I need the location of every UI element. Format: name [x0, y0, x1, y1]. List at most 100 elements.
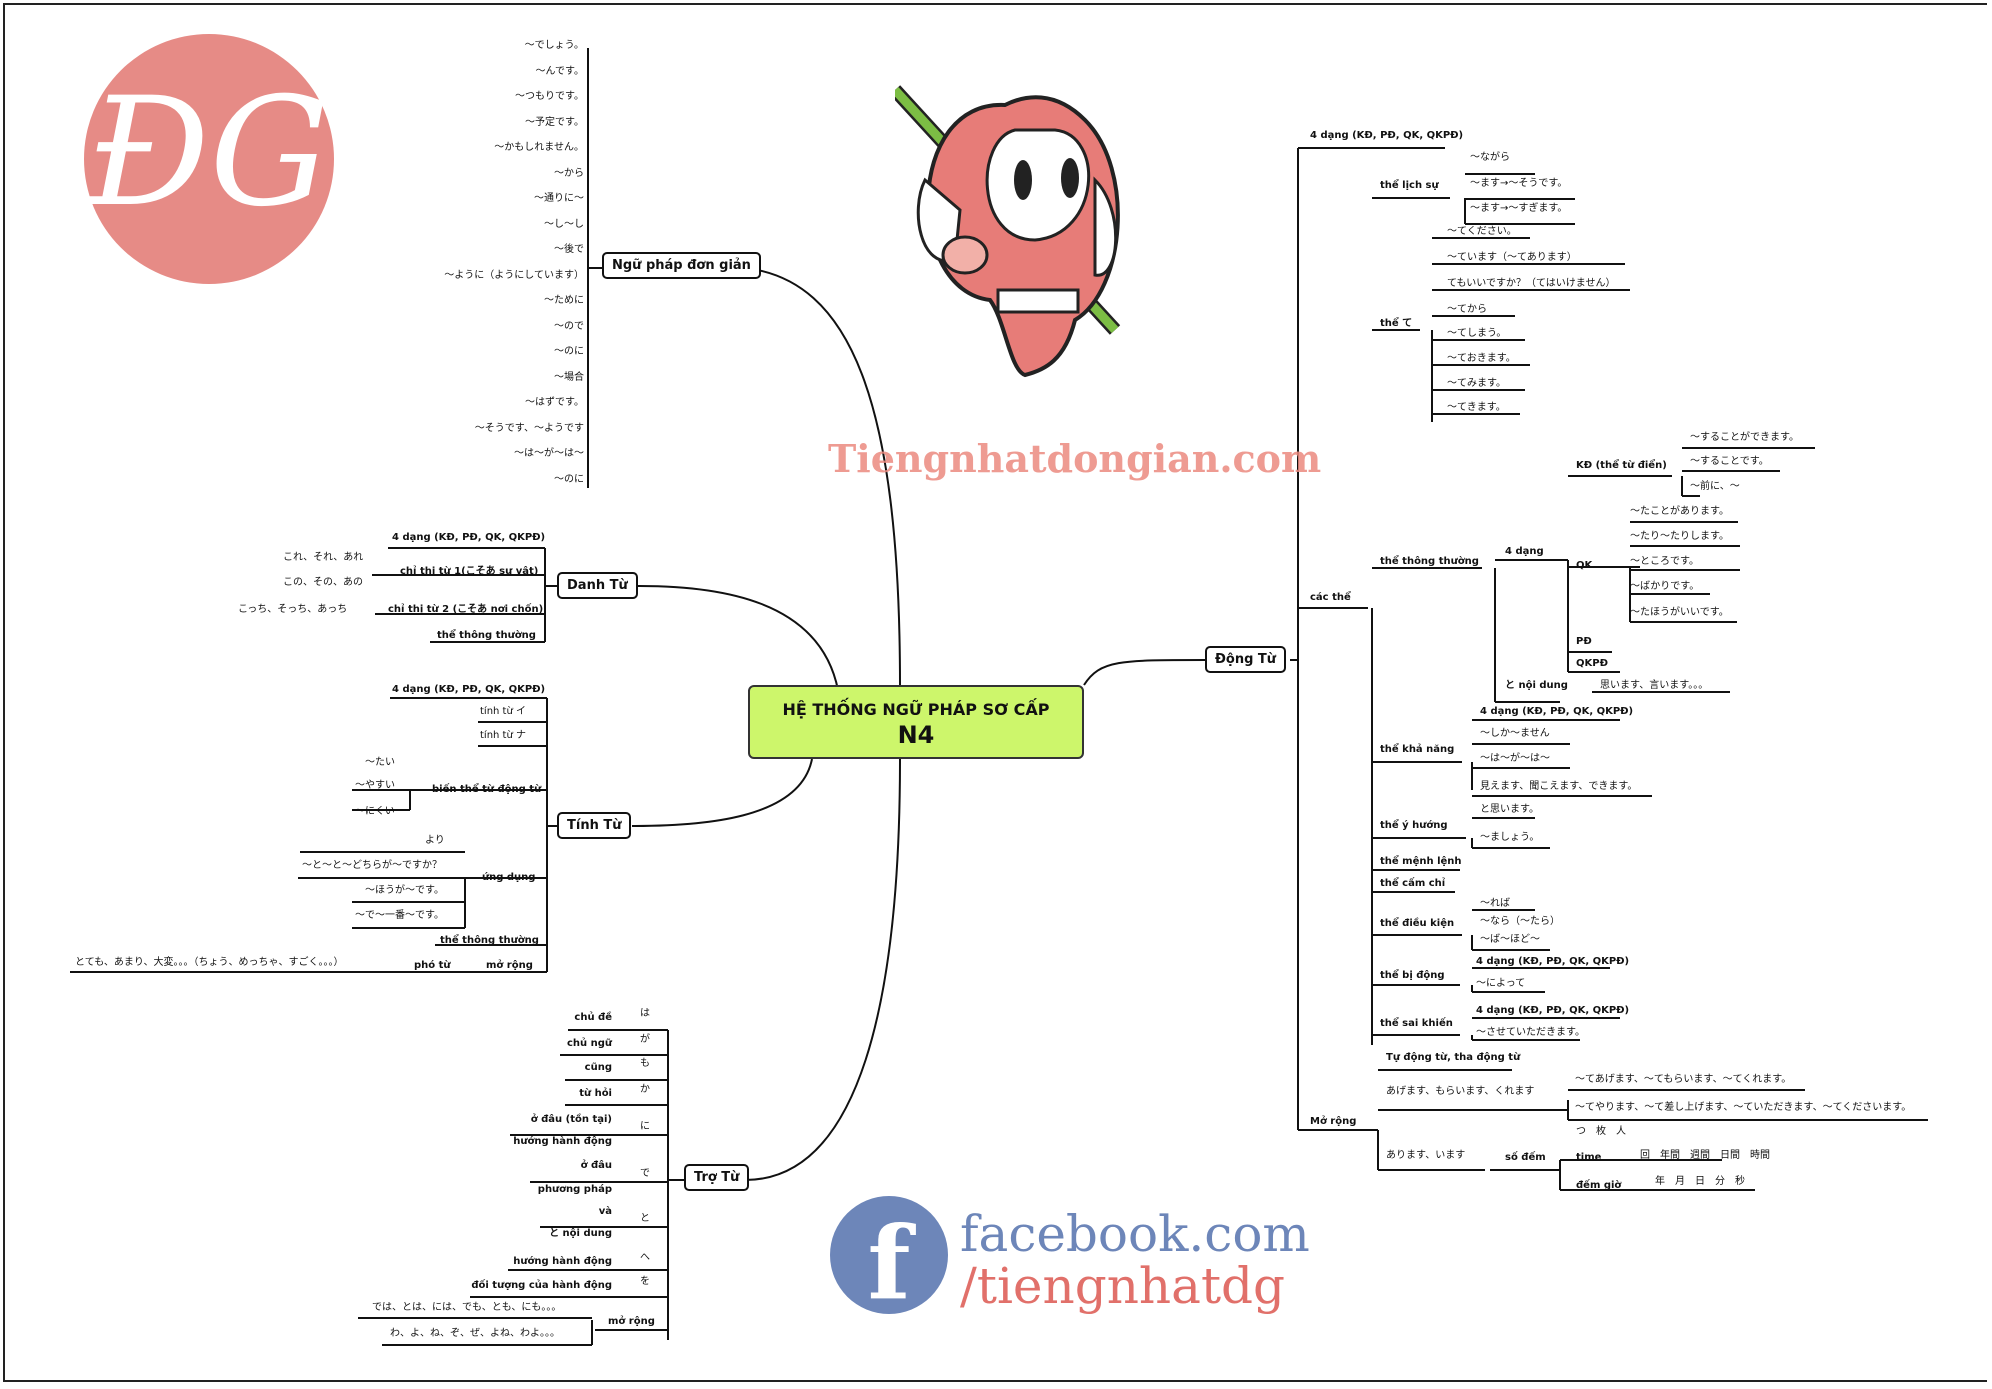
particle-use: hướng hành động	[513, 1256, 612, 1267]
verb-giving-item: 〜てやります、〜て差し上げます、〜ていただきます、〜てくださいます。	[1575, 1102, 1912, 1113]
verb-polite-item: 〜ながら	[1470, 152, 1510, 163]
verb-te-label[interactable]: thể て	[1380, 318, 1413, 329]
simple-grammar-item: 〜場合	[554, 371, 584, 383]
adj-i: tính từ イ	[480, 706, 526, 717]
verb-causative-item: 4 dạng (KĐ, PĐ, QK, QKPĐ)	[1476, 1005, 1630, 1016]
connector-simple	[744, 267, 901, 686]
particle-char[interactable]: が	[640, 1034, 650, 1045]
verb-qk-item: 〜たことがあります。	[1630, 506, 1729, 517]
verb-qk-item: 〜たり〜たりします。	[1630, 531, 1729, 542]
noun-demo1-label[interactable]: chỉ thị từ 1(こそあ sự vật)	[400, 566, 539, 577]
particle-use: phương pháp	[537, 1184, 612, 1195]
page-frame	[3, 3, 1987, 1382]
particle-expand-item: わ、よ、ね、ぞ、ぜ、よね、わよ。。。	[390, 1328, 560, 1339]
verb-time-items: 回 年間 週間 日間 時間	[1640, 1150, 1770, 1161]
verb-potential-item: 〜は〜が〜は〜	[1480, 753, 1550, 764]
verb-giving-item: 〜てあげます、〜てもらいます、〜てくれます。	[1575, 1074, 1792, 1085]
adj-adverb-label[interactable]: phó từ	[414, 960, 451, 971]
particle-char[interactable]: も	[640, 1058, 650, 1069]
simple-grammar-item: 〜そうです、〜ようです	[474, 422, 584, 434]
verb-to-item: 思います、言います。。。	[1600, 680, 1709, 691]
particle-char[interactable]: に	[640, 1121, 650, 1132]
particle-char[interactable]: で	[640, 1168, 650, 1179]
noun-forms4: 4 dạng (KĐ, PĐ, QK, QKPĐ)	[392, 532, 546, 543]
noun-demo2-label[interactable]: chỉ thị từ 2 (こそあ nơi chốn)	[388, 604, 544, 615]
simple-grammar-item: 〜んです。	[535, 65, 585, 77]
verb-expand-label[interactable]: Mở rộng	[1310, 1116, 1357, 1127]
verb-conditional-label[interactable]: thể điều kiện	[1380, 918, 1455, 929]
particle-use: hướng hành động	[513, 1136, 612, 1147]
verb-kd-label[interactable]: KĐ (thể từ điển)	[1576, 460, 1667, 471]
verb-qk-item: 〜ところです。	[1630, 556, 1699, 567]
simple-grammar-item: 〜のに	[554, 346, 584, 357]
verb-existence-label[interactable]: あります、います	[1386, 1150, 1466, 1161]
particle-use: ở đâu	[580, 1160, 612, 1171]
noun-demo1-item: この、その、あの	[283, 577, 363, 588]
verb-to-label[interactable]: と nội dung	[1505, 680, 1568, 691]
simple-grammar-item: 〜のに	[554, 473, 584, 485]
simple-grammar-item: 〜かもしれません。	[494, 142, 584, 153]
particle-use: chủ đề	[574, 1012, 612, 1023]
verb-te-item: 〜ておきます。	[1447, 353, 1516, 364]
verb-kd-item: 〜することです。	[1690, 456, 1769, 467]
particle-use: chủ ngữ	[566, 1038, 612, 1049]
branch-particle[interactable]: Trợ Từ	[684, 1164, 750, 1191]
particle-char[interactable]: へ	[640, 1252, 650, 1263]
particle-use: と nội dung	[549, 1228, 612, 1239]
adj-na: tính từ ナ	[480, 730, 526, 741]
branch-verb[interactable]: Động Từ	[1205, 646, 1287, 673]
verb-prohibitive: thể cấm chỉ	[1380, 878, 1446, 889]
verb-causative-label[interactable]: thể sai khiến	[1380, 1018, 1453, 1029]
verb-pd-label: PĐ	[1576, 636, 1592, 647]
branch-simple-grammar[interactable]: Ngữ pháp đơn giản	[602, 252, 761, 279]
verb-potential-label[interactable]: thể khả năng	[1380, 744, 1455, 755]
particle-expand-label[interactable]: mở rộng	[608, 1316, 655, 1327]
verb-polite-item: 〜ます→〜すぎます。	[1470, 203, 1568, 214]
noun-plain: thể thông thường	[437, 630, 536, 641]
center-level: N4	[897, 721, 935, 749]
branch-adjective[interactable]: Tính Từ	[557, 812, 632, 839]
simple-grammar-item: 〜から	[554, 167, 584, 179]
particle-expand-item: では、とは、には、でも、とも、にも。。。	[372, 1302, 562, 1313]
particle-char[interactable]: は	[640, 1008, 650, 1019]
adj-usage-item: 〜と〜と〜どちらが〜ですか？	[302, 860, 442, 871]
particle-char[interactable]: を	[640, 1276, 650, 1287]
verb-qk-label[interactable]: QK	[1576, 560, 1593, 571]
adj-usage-label[interactable]: ứng dụng	[482, 872, 536, 883]
simple-grammar-item: 〜はずです。	[525, 397, 584, 408]
verb-count-label[interactable]: số đếm	[1505, 1152, 1546, 1163]
facebook-link-line2[interactable]: /tiengnhatdg	[960, 1257, 1286, 1315]
verb-plain-label[interactable]: thể thông thường	[1380, 556, 1479, 567]
verb-forms4: 4 dạng (KĐ, PĐ, QK, QKPĐ)	[1310, 130, 1464, 141]
simple-grammar-item: 〜通りに〜	[534, 193, 584, 204]
adj-verbal-label[interactable]: biến thể từ động từ	[432, 784, 542, 795]
adj-expand-label[interactable]: mở rộng	[486, 960, 533, 971]
verb-conditional-item: 〜なら（〜たら）	[1480, 916, 1560, 927]
verb-volitional-label[interactable]: thể ý hướng	[1380, 820, 1448, 831]
verb-kd-item: 〜することができます。	[1690, 432, 1799, 443]
verb-giving-label[interactable]: あげます、もらいます、くれます	[1386, 1086, 1535, 1097]
simple-grammar-item: 〜ように（ようにしています）	[444, 269, 584, 281]
verb-counter-label[interactable]: đếm giờ	[1576, 1180, 1622, 1191]
particle-char[interactable]: か	[640, 1084, 650, 1095]
verb-passive-label[interactable]: thể bị động	[1380, 970, 1445, 981]
dg-logo: ĐG	[84, 34, 334, 284]
facebook-link-line1[interactable]: facebook.com	[960, 1205, 1310, 1263]
verb-volitional-item: と思います。	[1480, 804, 1539, 815]
center-topic[interactable]: HỆ THỐNG NGỮ PHÁP SƠ CẤP N4	[748, 685, 1084, 759]
verb-plain-forms4[interactable]: 4 dạng	[1505, 546, 1544, 557]
verb-forms-label[interactable]: các thể	[1310, 592, 1351, 603]
verb-volitional-item: 〜ましょう。	[1480, 832, 1540, 843]
website-watermark: Tiengnhatdongian.com	[828, 436, 1322, 481]
branch-noun[interactable]: Danh Từ	[557, 572, 638, 599]
verb-te-item: 〜てから	[1447, 304, 1487, 315]
simple-grammar-item: 〜つもりです。	[515, 91, 584, 102]
particle-use: ở đâu (tồn tại)	[530, 1114, 612, 1125]
facebook-icon: f	[830, 1196, 948, 1322]
particle-char[interactable]: と	[640, 1213, 650, 1224]
verb-time-label[interactable]: time	[1576, 1152, 1602, 1163]
adj-usage-item: 〜ほうが〜です。	[365, 885, 444, 896]
simple-grammar-item: 〜は〜が〜は〜	[514, 448, 584, 459]
verb-polite-label[interactable]: thể lịch sự	[1380, 180, 1439, 191]
verb-conditional-item: 〜れば	[1480, 898, 1510, 909]
